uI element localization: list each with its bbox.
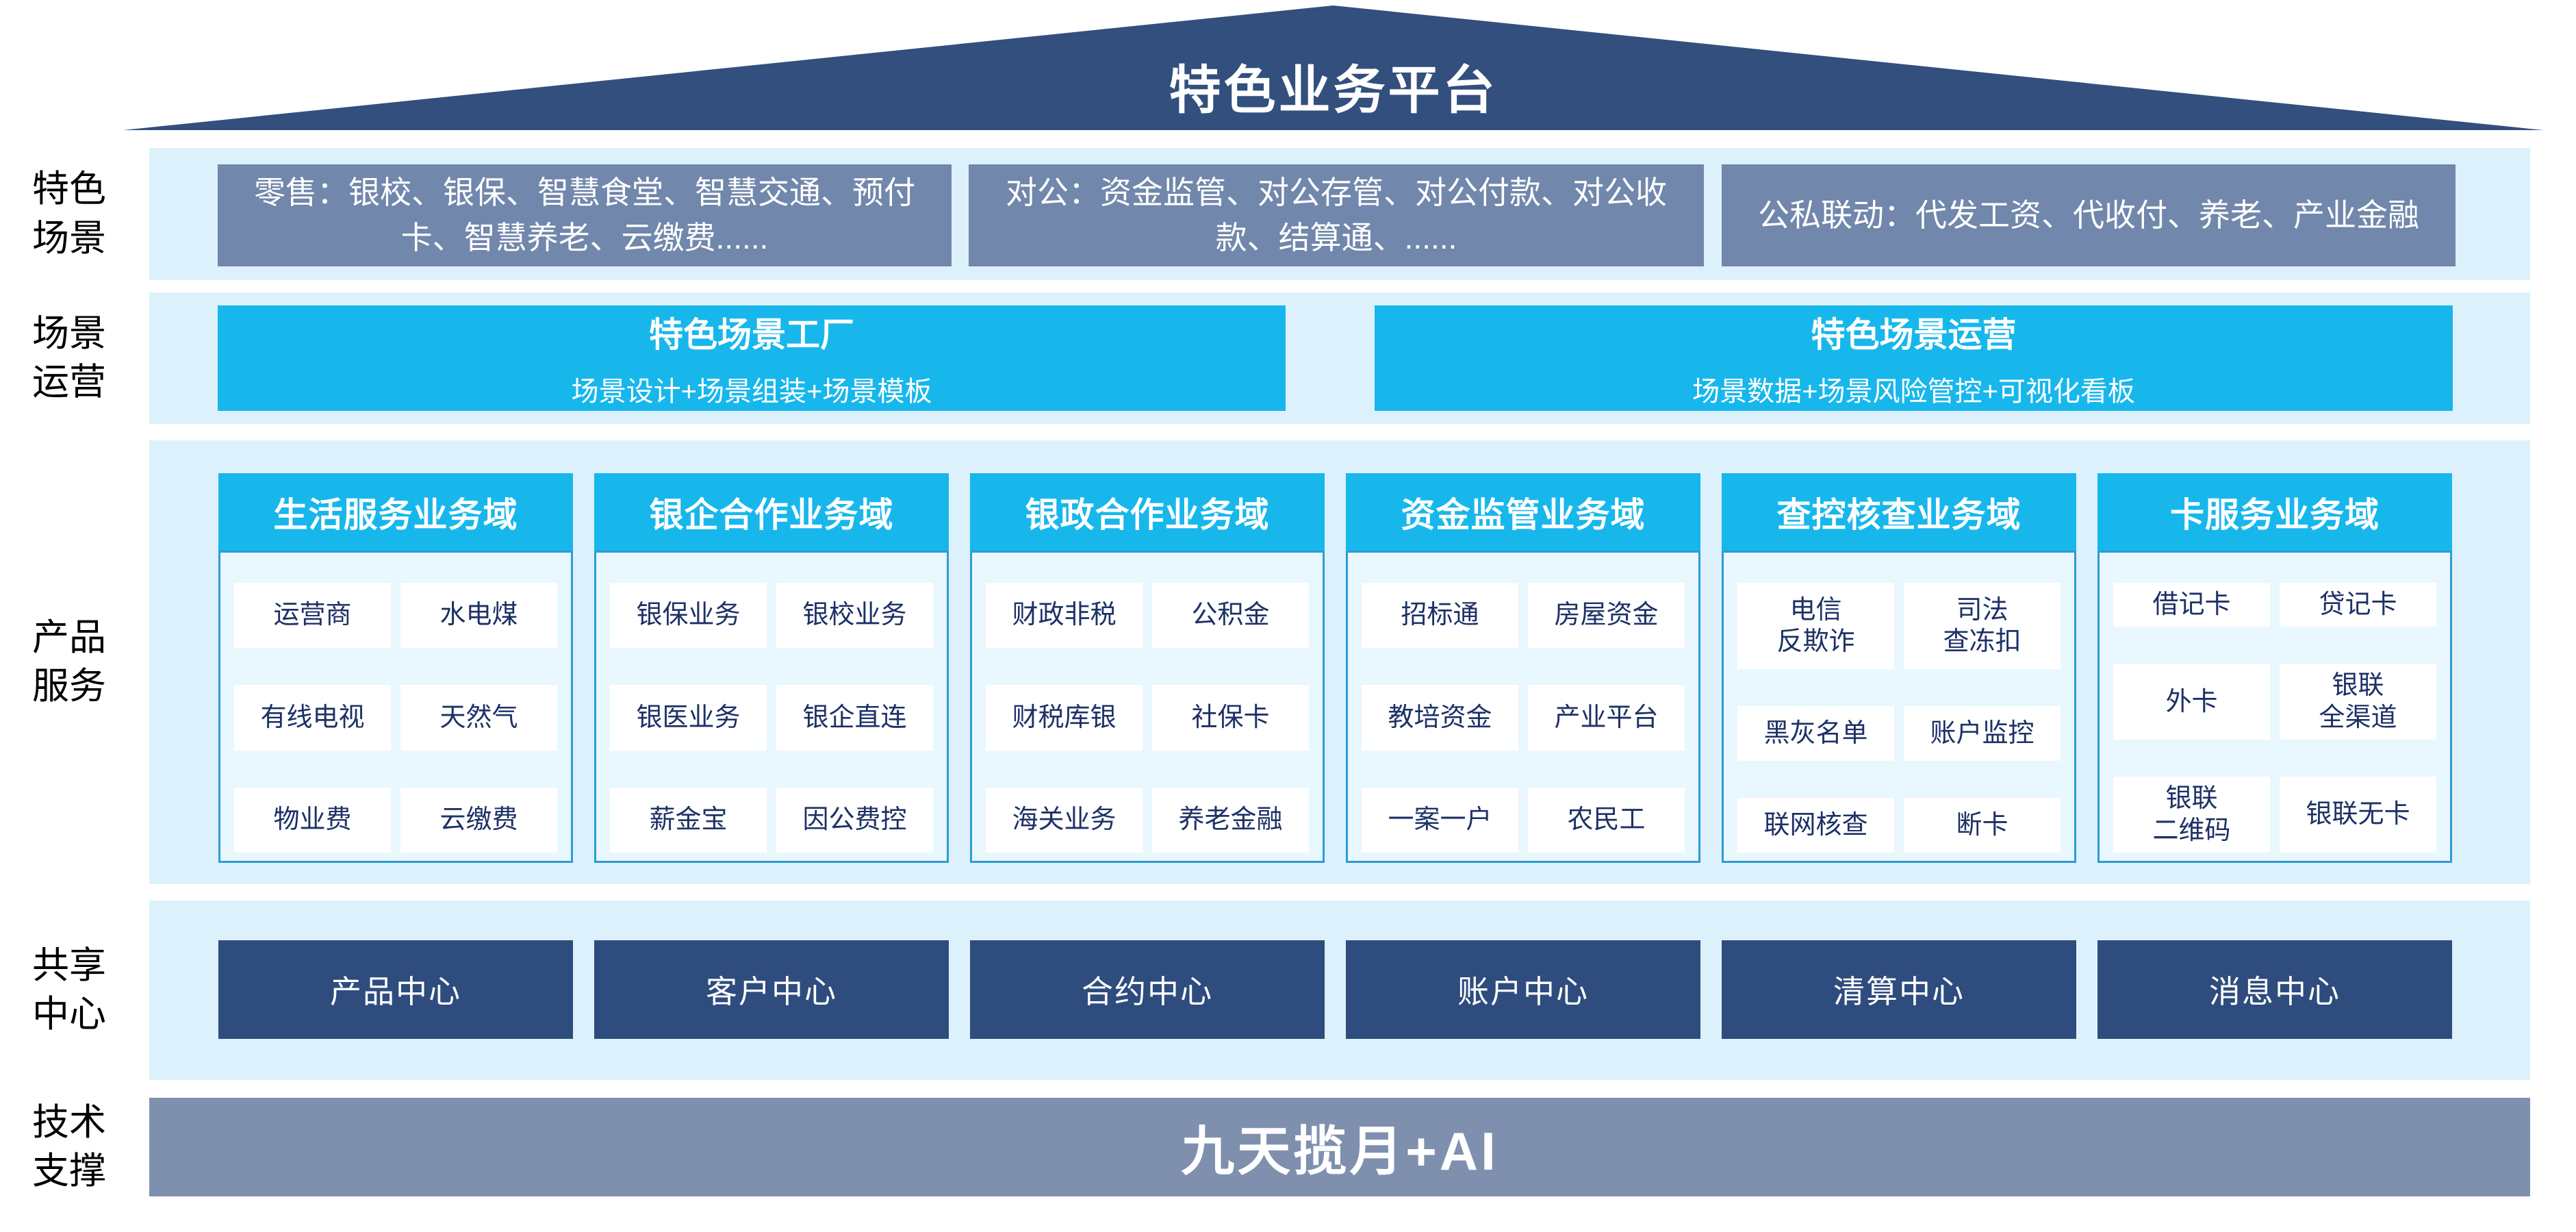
center-box-message: 消息中心 xyxy=(2097,940,2452,1039)
row-label-tech: 技术 支撑 xyxy=(32,1101,106,1192)
column-body: 招标通 房屋资金 教培资金 产业平台 一案一户 农民工 xyxy=(1346,551,1700,863)
center-box-product: 产品中心 xyxy=(218,940,573,1039)
product-cell: 一案一户 xyxy=(1362,787,1518,853)
column-header: 生活服务业务域 xyxy=(218,473,573,551)
product-cell: 贷记卡 xyxy=(2280,583,2436,627)
product-cell: 因公费控 xyxy=(776,787,933,853)
column-header: 银政合作业务域 xyxy=(970,473,1325,551)
center-box-clearing: 清算中心 xyxy=(1722,940,2076,1039)
ops-box-title: 特色场景工厂 xyxy=(649,316,854,354)
product-cell: 司法 查冻扣 xyxy=(1904,583,2061,670)
band-operations: 特色场景工厂 场景设计+场景组装+场景模板 特色场景运营 场景数据+场景风险管控… xyxy=(149,292,2530,424)
product-cell: 银联 全渠道 xyxy=(2280,664,2436,740)
product-cell: 银联无卡 xyxy=(2280,777,2436,853)
product-column-bank-enterprise: 银企合作业务域 银保业务 银校业务 银医业务 银企直连 薪金宝 因公费控 xyxy=(594,473,949,863)
column-body: 财政非税 公积金 财税库银 社保卡 海关业务 养老金融 xyxy=(970,551,1325,863)
platform-roof: 特色业务平台 xyxy=(123,5,2543,130)
product-cell: 外卡 xyxy=(2113,664,2270,740)
column-header: 银企合作业务域 xyxy=(594,473,949,551)
product-cell: 房屋资金 xyxy=(1528,583,1685,649)
column-header: 卡服务业务域 xyxy=(2097,473,2452,551)
column-body: 运营商 水电煤 有线电视 天然气 物业费 云缴费 xyxy=(218,551,573,863)
product-cell: 招标通 xyxy=(1362,583,1518,649)
band-centers: 产品中心 客户中心 合约中心 账户中心 清算中心 消息中心 xyxy=(149,901,2530,1080)
scene-box-corporate: 对公：资金监管、对公存管、对公付款、对公收款、结算通、...... xyxy=(969,164,1704,266)
row-label-operations: 场景 运营 xyxy=(32,312,106,403)
scene-box-public-private: 公私联动：代发工资、代收付、养老、产业金融 xyxy=(1722,164,2456,266)
product-cell: 断卡 xyxy=(1904,798,2061,853)
column-body: 电信 反欺诈 司法 查冻扣 黑灰名单 账户监控 联网核查 断卡 xyxy=(1722,551,2076,863)
center-box-account: 账户中心 xyxy=(1346,940,1700,1039)
product-column-life-services: 生活服务业务域 运营商 水电煤 有线电视 天然气 物业费 云缴费 xyxy=(218,473,573,863)
tech-support-box: 九天揽月+AI xyxy=(149,1098,2530,1196)
band-products: 生活服务业务域 运营商 水电煤 有线电视 天然气 物业费 云缴费 银企合作业务域… xyxy=(149,440,2530,884)
ops-box-subtitle: 场景设计+场景组装+场景模板 xyxy=(571,377,932,407)
product-cell: 云缴费 xyxy=(400,787,557,853)
product-cell: 银校业务 xyxy=(776,583,933,649)
product-cell: 教培资金 xyxy=(1362,685,1518,751)
product-cell: 运营商 xyxy=(234,583,391,649)
center-box-contract: 合约中心 xyxy=(970,940,1325,1039)
product-cell: 农民工 xyxy=(1528,787,1685,853)
product-cell: 财政非税 xyxy=(986,583,1143,649)
column-header: 查控核查业务域 xyxy=(1722,473,2076,551)
product-cell: 银企直连 xyxy=(776,685,933,751)
product-cell: 电信 反欺诈 xyxy=(1737,583,1894,670)
product-column-inspection-verification: 查控核查业务域 电信 反欺诈 司法 查冻扣 黑灰名单 账户监控 联网核查 断卡 xyxy=(1722,473,2076,863)
product-cell: 天然气 xyxy=(400,685,557,751)
product-cell: 黑灰名单 xyxy=(1737,706,1894,762)
product-cell: 财税库银 xyxy=(986,685,1143,751)
ops-box-scene-operation: 特色场景运营 场景数据+场景风险管控+可视化看板 xyxy=(1375,305,2453,411)
product-cell: 公积金 xyxy=(1152,583,1309,649)
product-cell: 养老金融 xyxy=(1152,787,1309,853)
ops-box-title: 特色场景运营 xyxy=(1811,316,2017,354)
band-scenes: 零售：银校、银保、智慧食堂、智慧交通、预付卡、智慧养老、云缴费...... 对公… xyxy=(149,148,2530,280)
product-cell: 借记卡 xyxy=(2113,583,2270,627)
column-body: 借记卡 贷记卡 外卡 银联 全渠道 银联 二维码 银联无卡 xyxy=(2097,551,2452,863)
product-cell: 银保业务 xyxy=(610,583,767,649)
product-cell: 海关业务 xyxy=(986,787,1143,853)
center-box-customer: 客户中心 xyxy=(594,940,949,1039)
platform-title: 特色业务平台 xyxy=(1169,62,1498,120)
product-cell: 联网核查 xyxy=(1737,798,1894,853)
product-cell: 薪金宝 xyxy=(610,787,767,853)
ops-box-scene-factory: 特色场景工厂 场景设计+场景组装+场景模板 xyxy=(218,305,1286,411)
product-cell: 账户监控 xyxy=(1904,706,2061,762)
product-column-bank-government: 银政合作业务域 财政非税 公积金 财税库银 社保卡 海关业务 养老金融 xyxy=(970,473,1325,863)
product-cell: 产业平台 xyxy=(1528,685,1685,751)
scene-box-retail: 零售：银校、银保、智慧食堂、智慧交通、预付卡、智慧养老、云缴费...... xyxy=(218,164,952,266)
column-header: 资金监管业务域 xyxy=(1346,473,1700,551)
product-column-fund-supervision: 资金监管业务域 招标通 房屋资金 教培资金 产业平台 一案一户 农民工 xyxy=(1346,473,1700,863)
product-cell: 银联 二维码 xyxy=(2113,777,2270,853)
product-cell: 水电煤 xyxy=(400,583,557,649)
product-cell: 有线电视 xyxy=(234,685,391,751)
product-cell: 物业费 xyxy=(234,787,391,853)
product-cell: 社保卡 xyxy=(1152,685,1309,751)
row-label-scenes: 特色 场景 xyxy=(32,168,106,259)
column-body: 银保业务 银校业务 银医业务 银企直连 薪金宝 因公费控 xyxy=(594,551,949,863)
ops-box-subtitle: 场景数据+场景风险管控+可视化看板 xyxy=(1692,377,2135,407)
product-cell: 银医业务 xyxy=(610,685,767,751)
product-column-card-services: 卡服务业务域 借记卡 贷记卡 外卡 银联 全渠道 银联 二维码 银联无卡 xyxy=(2097,473,2452,863)
row-label-centers: 共享 中心 xyxy=(32,944,106,1035)
row-label-products: 产品 服务 xyxy=(32,616,106,707)
